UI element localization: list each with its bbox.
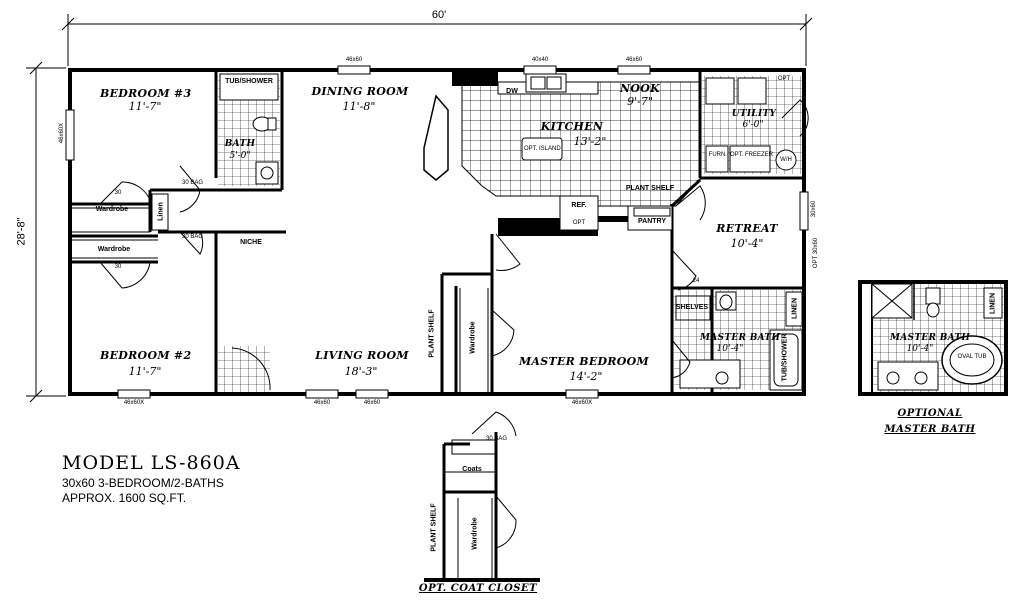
interior-walls bbox=[70, 70, 804, 394]
linen-hall: Linen bbox=[157, 202, 165, 221]
tiled-floors bbox=[218, 76, 1004, 392]
door-label-bed2: 30 bbox=[114, 264, 122, 270]
living-name: LIVING ROOM bbox=[315, 349, 409, 362]
bedroom2-dim: 11'-7" bbox=[128, 365, 162, 378]
bath-dim: 5'-0" bbox=[229, 151, 251, 161]
window-label-bottom-3: 46x60 bbox=[363, 400, 381, 406]
closet-shelves bbox=[72, 193, 711, 455]
caption-opt-coat-closet: OPT. COAT CLOSET bbox=[418, 583, 538, 594]
plant-shelf-kitchen: PLANT SHELF bbox=[625, 185, 675, 192]
bedroom2-name: BEDROOM #2 bbox=[100, 349, 192, 362]
caption-optional: OPTIONAL bbox=[897, 408, 963, 419]
overall-depth-label: 28'-8" bbox=[15, 217, 28, 246]
door-label-retreat: 24 bbox=[692, 278, 700, 284]
bath-fixtures bbox=[219, 73, 279, 185]
kitchen-name: KITCHEN bbox=[540, 120, 604, 133]
opt-island-label: OPT. ISLAND bbox=[524, 146, 561, 152]
model-spec-line2: APPROX. 1600 SQ.FT. bbox=[62, 491, 187, 505]
door-label-closet: 30 BAG bbox=[486, 436, 508, 442]
door-label-bed3: 30 bbox=[114, 190, 122, 196]
bedroom3-name: BEDROOM #3 bbox=[100, 87, 192, 100]
linen-opt: LINEN bbox=[989, 293, 997, 314]
overall-width-label: 60' bbox=[431, 9, 447, 21]
opt-coat-closet bbox=[424, 432, 540, 582]
window-label-bottom-2: 46x60 bbox=[313, 400, 331, 406]
plant-shelf-living: PLANT SHELF bbox=[428, 309, 436, 358]
pantry-label: PANTRY bbox=[638, 218, 666, 225]
plant-shelf-closet: PLANT SHELF bbox=[430, 503, 438, 552]
door-label-bed2-door: 30 BAG bbox=[182, 234, 204, 240]
opt-master-bath-name: MASTER BATH bbox=[890, 333, 971, 343]
coats-label: Coats bbox=[462, 466, 482, 473]
wardrobe-bed2: Wardrobe bbox=[97, 246, 131, 253]
shelves-label: SHELVES bbox=[675, 304, 709, 311]
wardrobe-living: Wardrobe bbox=[469, 321, 477, 354]
master-bath-dim: 10'-4" bbox=[716, 344, 744, 354]
bath-name: BATH bbox=[224, 139, 256, 149]
opt-master-bath-dim: 10'-4" bbox=[906, 344, 934, 354]
door-label-bath: 30 BAG bbox=[182, 180, 204, 186]
door-swings bbox=[99, 99, 809, 549]
master-bedroom-name: MASTER BEDROOM bbox=[518, 355, 650, 368]
opt-retreat-window: OPT 30x60 bbox=[813, 237, 819, 269]
wardrobe-bed3: Wardrobe bbox=[95, 206, 129, 213]
window-label-top-1: 46x60 bbox=[345, 57, 363, 63]
tub-shower-label-master: TUB/SHOWER bbox=[781, 333, 789, 382]
windows bbox=[65, 65, 809, 399]
nook-dim: 9'-7" bbox=[627, 95, 653, 108]
opt-freezer-label: OPT. FREEZER bbox=[730, 152, 774, 158]
window-label-bottom-4: 46x60X bbox=[571, 400, 593, 406]
optional-master-bath bbox=[858, 280, 1008, 396]
utility-name: UTILITY bbox=[731, 109, 777, 119]
window-label-right: 30x60 bbox=[811, 200, 817, 218]
bedroom3-dim: 11'-7" bbox=[128, 100, 162, 113]
dining-name: DINING ROOM bbox=[311, 85, 409, 98]
utility-fixtures bbox=[705, 77, 797, 173]
utility-dim: 6'-0" bbox=[742, 120, 764, 130]
exterior-walls bbox=[68, 68, 806, 396]
window-label-top-2: 40x40 bbox=[531, 57, 549, 63]
wardrobe-closet: Wardrobe bbox=[471, 517, 479, 550]
window-label-left: 46x60X bbox=[59, 122, 65, 144]
living-dim: 18'-3" bbox=[344, 365, 378, 378]
overall-dimension-lines bbox=[26, 14, 813, 403]
master-bath-name: MASTER BATH bbox=[700, 333, 781, 343]
dining-dim: 11'-8" bbox=[342, 100, 376, 113]
caption-master-bath: MASTER BATH bbox=[884, 424, 976, 435]
opt-label-utility: OPT bbox=[777, 76, 791, 82]
retreat-name: RETREAT bbox=[716, 222, 778, 235]
dw-label: DW bbox=[506, 88, 518, 95]
linen-master: LINEN bbox=[791, 298, 799, 319]
cabinets bbox=[423, 73, 673, 231]
master-bath-fixtures bbox=[679, 291, 803, 391]
furn-label: FURN bbox=[708, 152, 726, 158]
model-title: MODEL LS-860A bbox=[62, 452, 241, 474]
oval-tub-label: OVAL TUB bbox=[957, 354, 987, 360]
opt-label-ref: OPT bbox=[572, 220, 586, 226]
kitchen-dim: 13'-2" bbox=[573, 135, 607, 148]
window-label-top-3: 46x60 bbox=[625, 57, 643, 63]
model-spec-line1: 30x60 3-BEDROOM/2-BATHS bbox=[62, 476, 224, 490]
nook-name: NOOK bbox=[620, 82, 660, 95]
niche-label: NICHE bbox=[240, 239, 262, 246]
ref-label: REF. bbox=[571, 202, 587, 209]
master-bedroom-dim: 14'-2" bbox=[569, 370, 603, 383]
retreat-dim: 10'-4" bbox=[730, 237, 764, 250]
tub-shower-label: TUB/SHOWER bbox=[225, 78, 273, 85]
window-label-bottom-1: 46x60X bbox=[123, 400, 145, 406]
wh-label: W/H bbox=[780, 157, 792, 163]
